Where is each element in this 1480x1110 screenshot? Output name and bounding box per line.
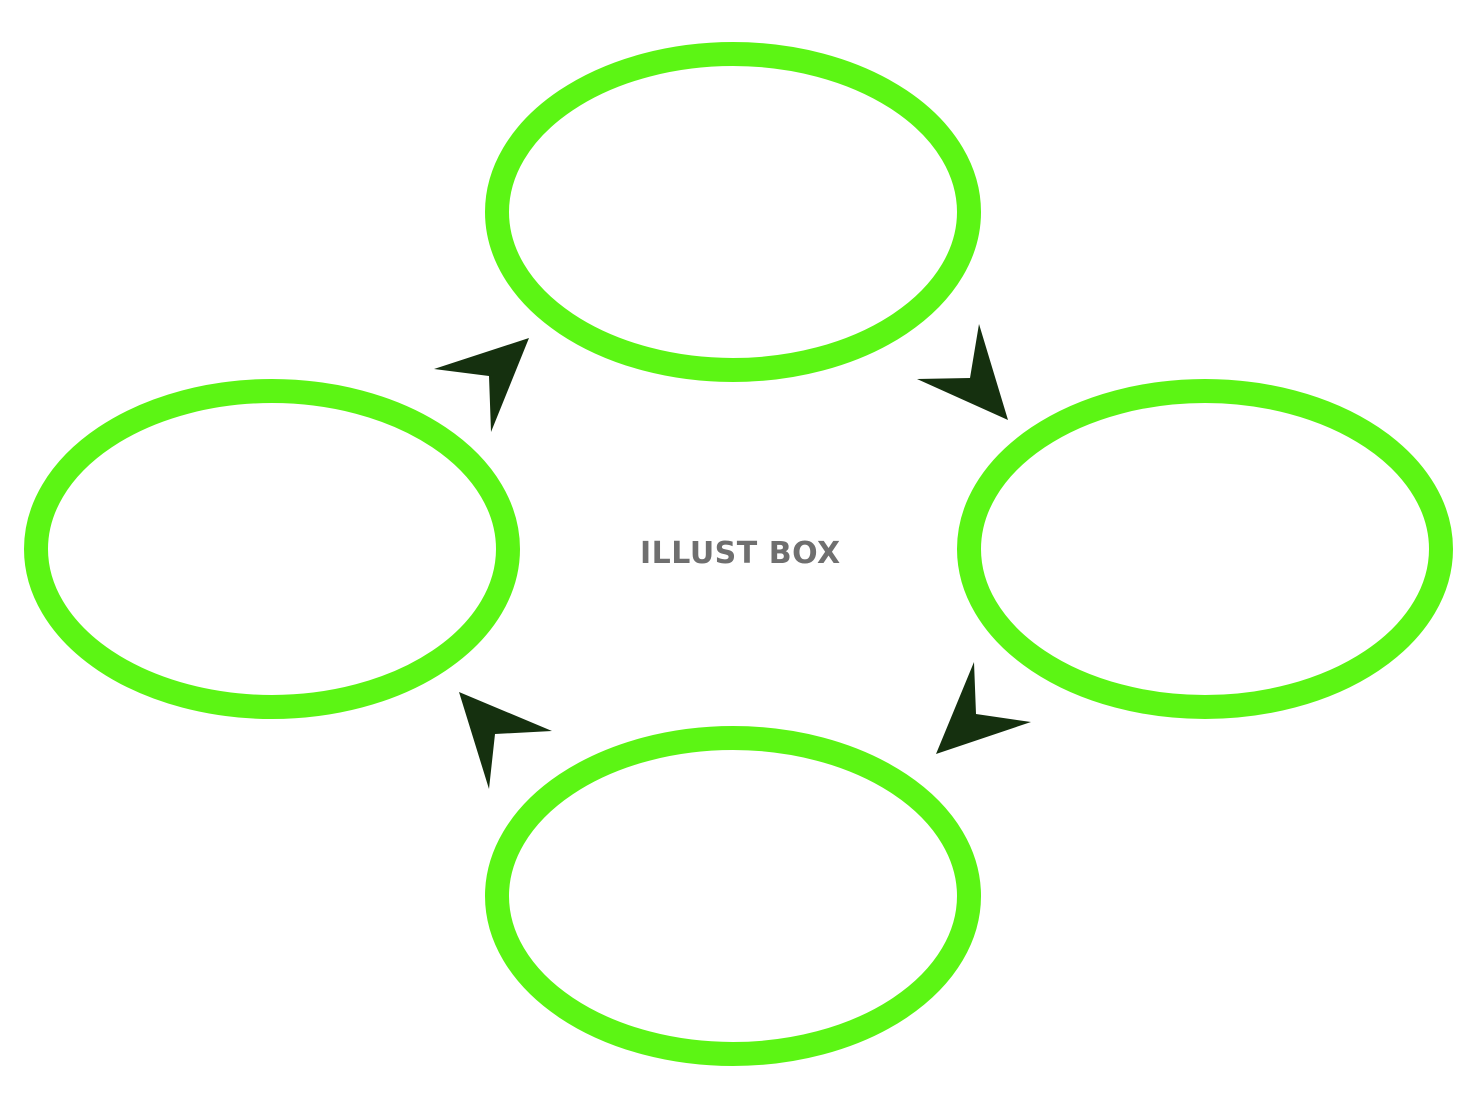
arrow-bottom-to-left [459,692,552,789]
cycle-node-left [24,379,520,719]
arrow-left-to-top [434,338,529,432]
cycle-node-bottom [485,726,981,1066]
arrow-top-to-right [917,324,1008,420]
cycle-node-top [485,42,981,382]
watermark-text: ILLUST BOX [640,536,841,571]
cycle-node-right [957,379,1453,719]
arrow-right-to-bottom [936,662,1031,754]
